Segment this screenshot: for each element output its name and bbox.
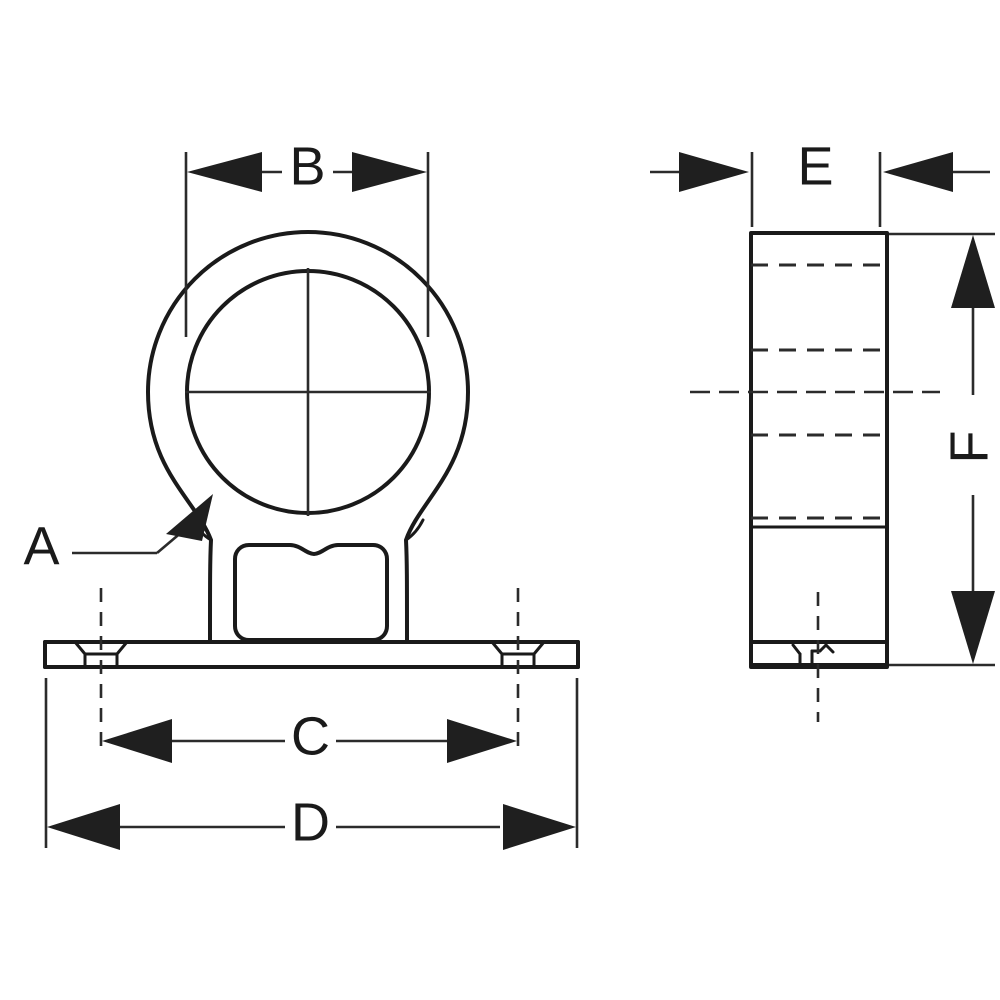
dimension-f: F	[889, 232, 999, 667]
dimension-b-arrowhead-right	[352, 152, 427, 192]
left-countersunk-hole	[73, 640, 129, 669]
dimension-b-arrowhead-left	[187, 152, 262, 192]
dimension-a-arrowhead	[166, 494, 213, 541]
web-opening	[233, 543, 389, 642]
side-countersink-detail	[791, 643, 835, 665]
side-view	[690, 231, 940, 722]
dimension-d-arrowhead-left	[47, 804, 120, 850]
dimension-e-arrowhead-left	[679, 152, 749, 192]
dimension-f-label: F	[939, 431, 999, 464]
dimension-d-label: D	[291, 792, 331, 852]
dimension-a: A	[23, 494, 213, 576]
dimension-b-label: B	[289, 136, 326, 196]
dimension-f-arrowhead-bottom	[951, 591, 995, 664]
dimension-a-label: A	[23, 516, 60, 576]
dimension-b: B	[184, 136, 430, 337]
dimension-e-arrowhead-right	[883, 152, 953, 192]
right-countersunk-hole	[490, 640, 546, 669]
dimension-e-label: E	[797, 136, 834, 196]
dimension-e: E	[650, 136, 990, 227]
dimension-c-label: C	[291, 706, 331, 766]
front-view	[43, 230, 580, 748]
dimension-d-arrowhead-right	[503, 804, 576, 850]
dimension-c-arrowhead-right	[447, 719, 517, 763]
dimension-c: C	[102, 706, 517, 766]
ring-leg-fillet-right	[404, 518, 425, 542]
dimension-d: D	[44, 678, 579, 852]
dimension-f-arrowhead-top	[951, 235, 995, 308]
bracket-outer-profile	[43, 230, 580, 669]
dimension-c-arrowhead-left	[102, 719, 172, 763]
